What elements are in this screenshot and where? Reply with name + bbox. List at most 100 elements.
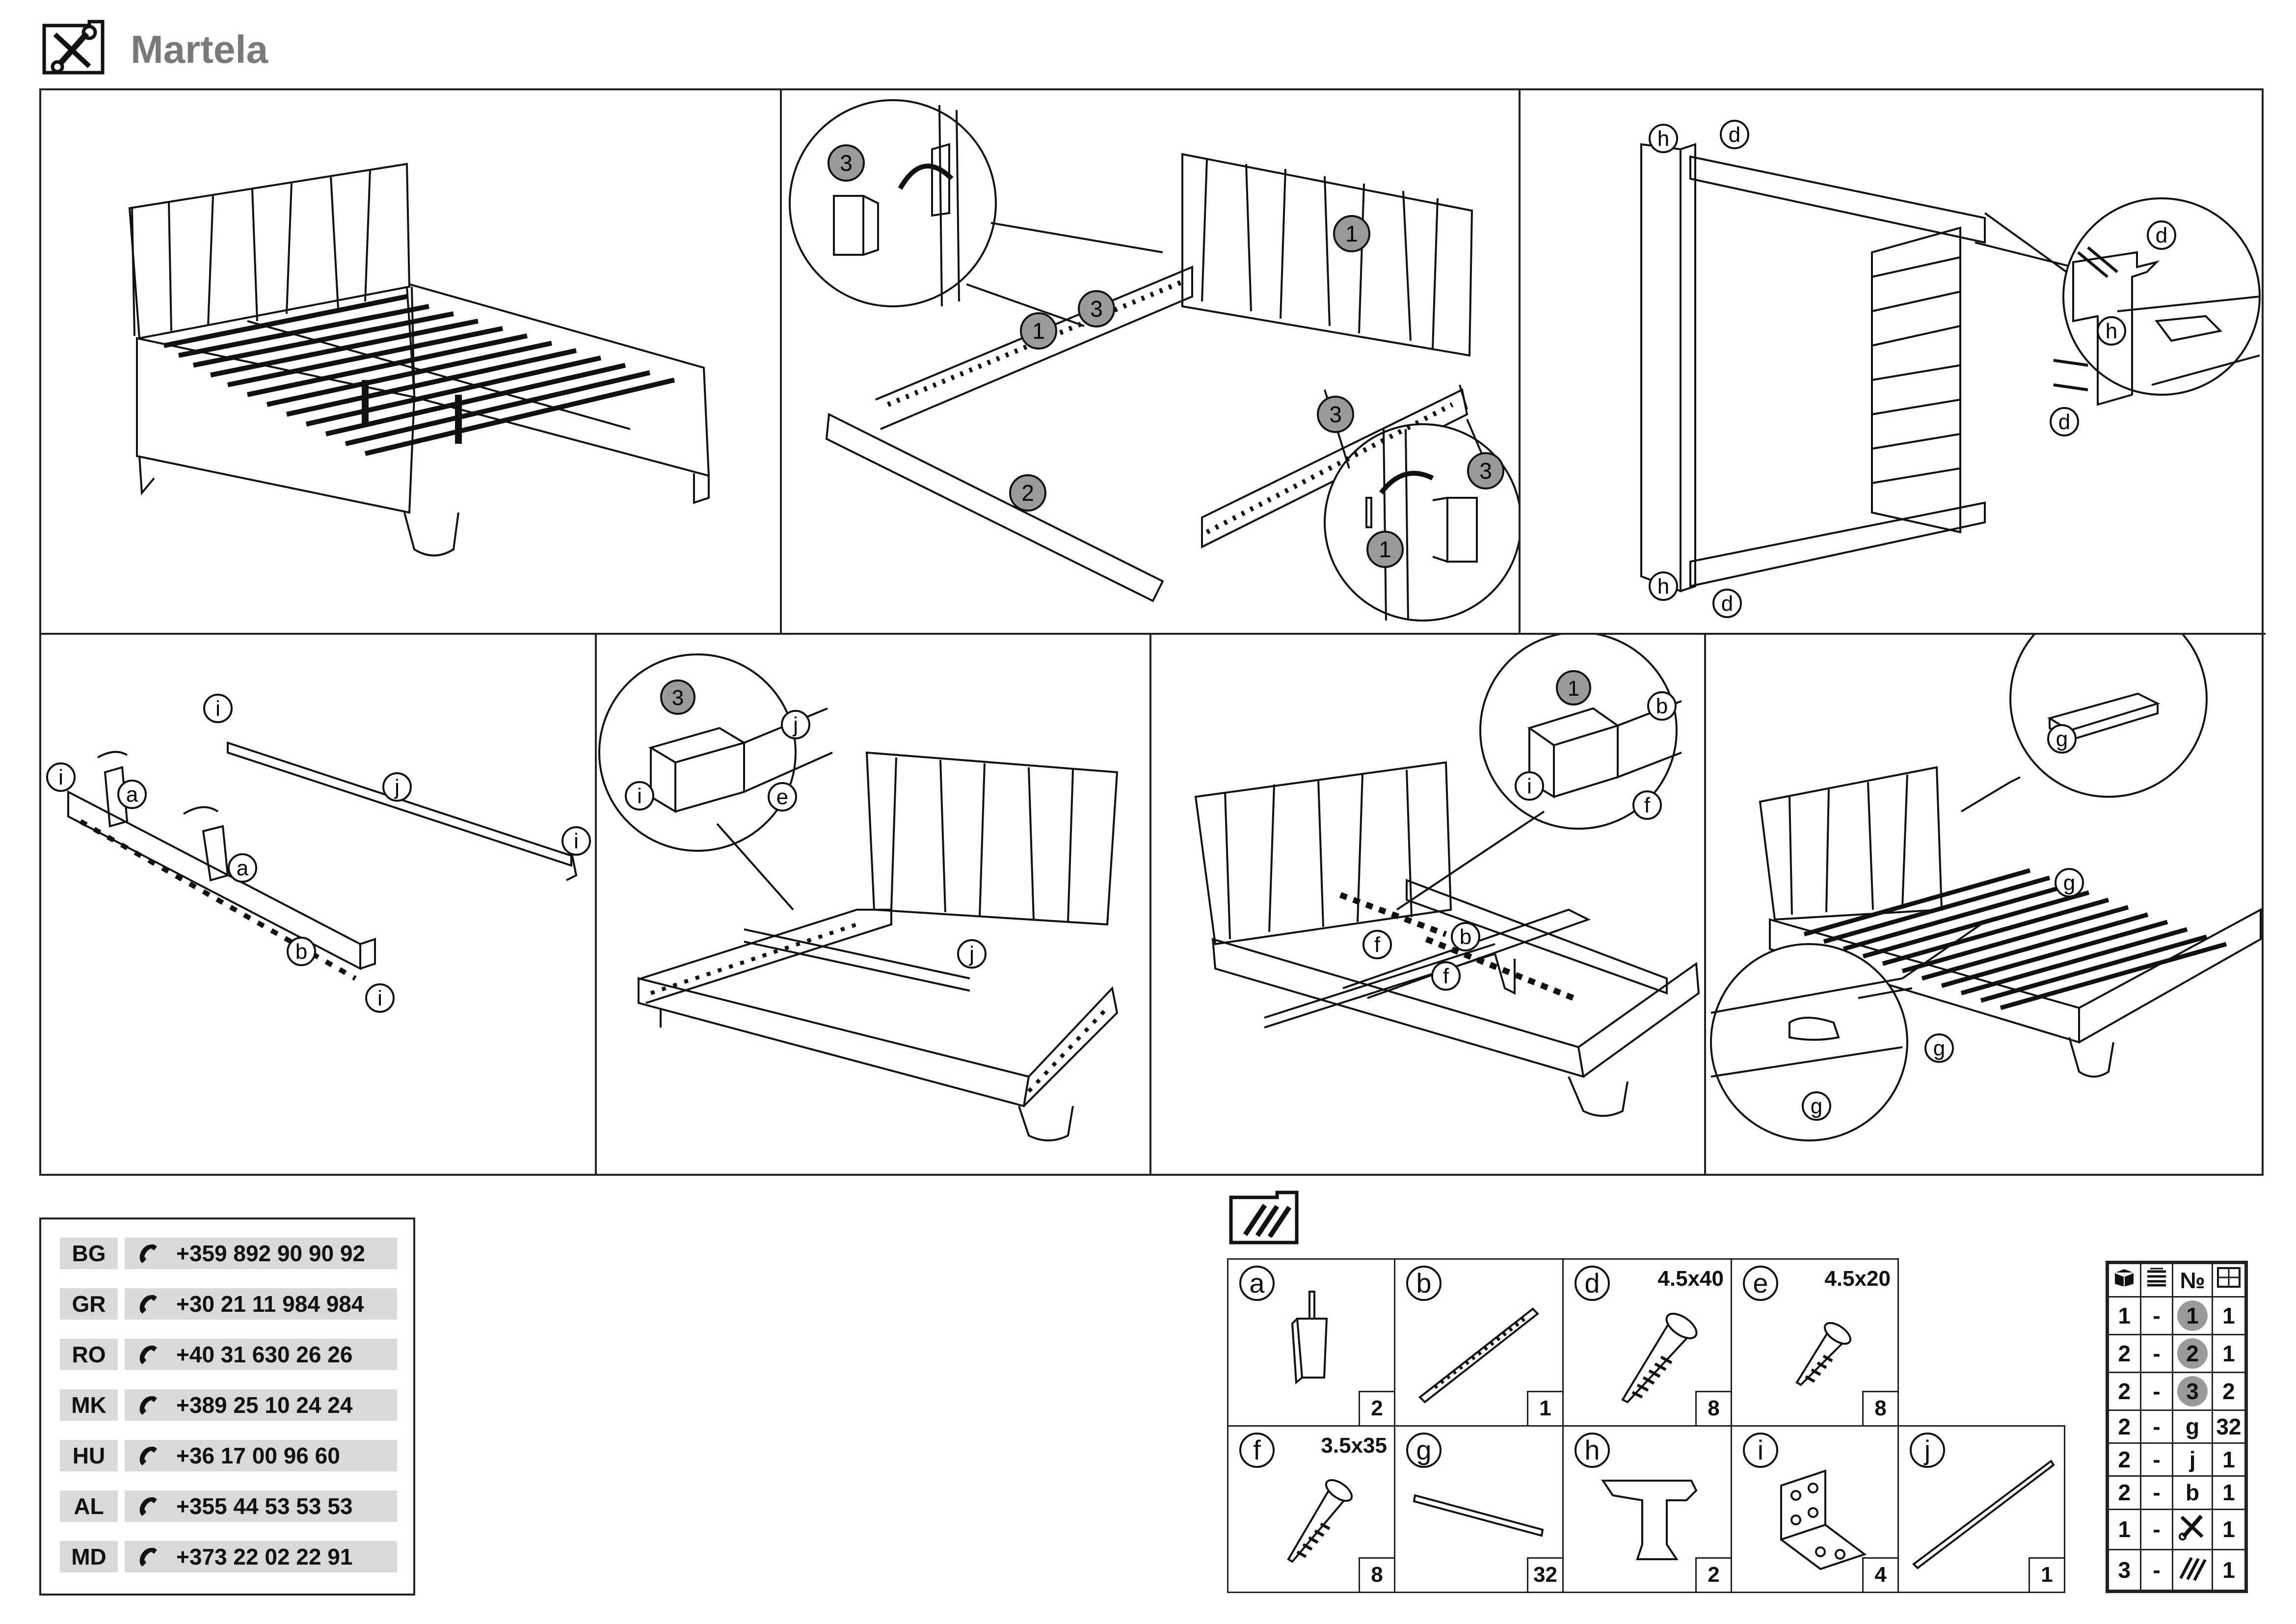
step3-label-h1: h [1657,127,1669,151]
step3-label-d1: d [1729,123,1740,147]
leg-icon [1291,1291,1328,1385]
step5-label-j1: j [792,713,798,737]
phone-number: +373 22 02 22 91 [176,1544,353,1570]
step6-label-1: 1 [1568,677,1579,701]
step2-label-3c: 3 [1329,402,1342,427]
step4-label-b: b [295,940,307,964]
step4-label-i3: i [574,829,579,853]
phone-number: +40 31 630 26 26 [176,1342,353,1367]
rail-icon [1418,1307,1540,1404]
phone-number: +36 17 00 96 60 [176,1443,340,1468]
phone-icon [139,1345,157,1364]
step6-label-f2: f [1374,933,1381,957]
step2-label-2: 2 [1021,480,1034,506]
slat-holder-icon [1413,1494,1544,1537]
step7-label-g4: g [1811,1094,1822,1118]
step-2-headboard-sides: 3 1 3 1 2 3 3 1 [780,90,1519,633]
step-7-slats: g g g g [1706,635,2266,1176]
packing-row: 2- 2 1 [2108,1334,2246,1373]
part-b: b 1 [1394,1258,1564,1427]
part-letter: i [1743,1433,1778,1468]
part-qty: 2 [1695,1557,1731,1592]
step6-label-f1: f [1644,793,1651,817]
corner-bracket-icon [1601,1480,1698,1560]
step3-label-d4: d [1721,592,1733,616]
packing-header-row: № [2108,1262,2246,1298]
step2-label-3a: 3 [840,150,853,176]
packing-row: 3- 1 [2108,1549,2246,1591]
step5-label-e: e [776,785,788,809]
phone-icon [139,1547,157,1567]
part-qty: 8 [1359,1557,1394,1592]
phone-icon [139,1446,157,1465]
tools-icon [2172,1508,2213,1551]
step3-label-d2: d [2156,223,2167,247]
screw-long-icon [1621,1313,1698,1404]
part-size: 4.5x20 [1824,1267,1891,1291]
step2-label-3d: 3 [1479,458,1492,484]
center-rail-icon [1912,1460,2055,1570]
step7-label-g1: g [2056,727,2068,751]
step6-label-f3: f [1443,964,1449,988]
qty-grid-icon [2211,1262,2246,1298]
step4-label-i4: i [377,986,382,1010]
layers-icon [2139,1262,2174,1298]
part-size: 4.5x40 [1657,1267,1724,1291]
country-code: HU [60,1440,118,1471]
part-letter: e [1743,1266,1778,1301]
step5-label-3: 3 [672,686,684,710]
part-g: g 32 [1394,1425,1564,1593]
country-code: AL [60,1490,118,1522]
country-code: BG [60,1238,118,1269]
step3-label-h3: h [1657,574,1669,598]
step-1-assembled-bed [41,90,780,633]
part-size: 3.5x35 [1321,1434,1387,1458]
step-6-slat-rails: 1 b i f f b f [1151,635,1704,1176]
step6-label-b1: b [1656,694,1668,718]
phone-number: +389 25 10 24 24 [176,1392,353,1418]
step4-label-i1: i [58,765,63,789]
step5-label-j2: j [968,942,974,966]
country-code: RO [60,1339,118,1370]
step5-label-i: i [637,784,642,808]
item-number-badge: 2 [2177,1338,2208,1369]
part-qty: 32 [1527,1557,1562,1592]
part-i: i 4 [1731,1425,1899,1593]
packing-row: 2- 3 2 [2108,1371,2246,1411]
step-3-frame-corners: h d d h d h d [1519,90,2266,633]
item-number-badge: 3 [2177,1376,2208,1407]
phone-icon [139,1396,157,1415]
part-letter: a [1239,1266,1275,1301]
part-letter: d [1575,1266,1610,1301]
screw-thin-icon [1287,1479,1353,1563]
part-qty: 4 [1862,1557,1897,1592]
part-letter: h [1575,1433,1610,1468]
step-5-center-rail: 3 j i e j [597,635,1149,1176]
product-title: Martela [131,27,268,71]
step7-label-g3: g [1933,1036,1945,1060]
country-code: MD [60,1541,118,1572]
number-sign: № [2172,1262,2213,1298]
step2-label-3b: 3 [1090,296,1103,322]
part-a: a 2 [1227,1258,1395,1427]
step3-label-d3: d [2058,410,2070,434]
step4-label-a2: a [237,856,249,880]
part-qty: 1 [2029,1557,2064,1592]
country-code: MK [60,1389,118,1421]
country-code: GR [60,1288,118,1320]
packing-row: 1- 1 [2108,1508,2246,1551]
part-h: h 2 [1562,1425,1732,1593]
contacts-box: BG +359 892 90 90 92 GR +30 21 11 984 98… [39,1218,415,1596]
part-letter: j [1910,1433,1945,1468]
tools-icon [40,20,107,76]
box-icon [2108,1262,2141,1298]
angle-plate-icon [1780,1469,1867,1570]
part-letter: g [1406,1433,1442,1468]
step2-label-1b: 1 [1345,221,1358,246]
part-qty: 8 [1695,1391,1731,1425]
step6-label-b2: b [1460,925,1471,949]
step6-label-i: i [1527,774,1532,798]
